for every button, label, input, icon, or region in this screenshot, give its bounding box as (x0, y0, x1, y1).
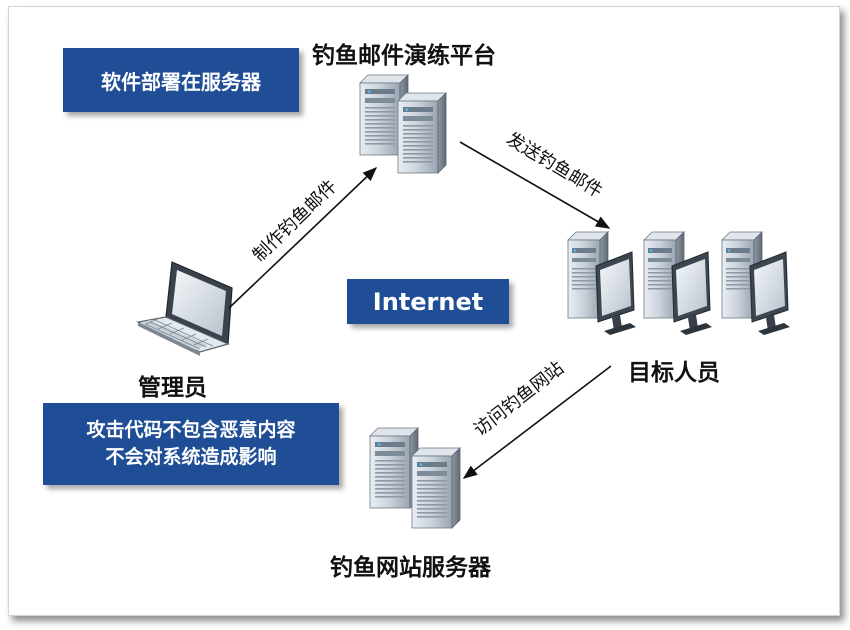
safety-note-line-1: 攻击代码不包含恶意内容 (86, 419, 296, 441)
platform-title: 钓鱼邮件演练平台 (312, 43, 496, 69)
arrow-visit-site (462, 365, 612, 479)
safety-note: 攻击代码不包含恶意内容 不会对系统造成影响 (43, 403, 339, 485)
safety-note-line-2: 不会对系统造成影响 (105, 446, 277, 468)
admin-title: 管理员 (138, 375, 207, 401)
targets-title: 目标人员 (628, 360, 720, 386)
phishing-server-icon (369, 427, 461, 529)
arrow-send-mail (459, 141, 611, 229)
deploy-note-text: 软件部署在服务器 (101, 69, 261, 94)
admin-laptop-icon (136, 261, 233, 356)
platform-server-icon (359, 74, 447, 174)
target-desktop-icon (567, 231, 791, 336)
internet-label: Internet (347, 279, 509, 324)
arrow-make-mail (228, 167, 378, 309)
internet-label-text: Internet (372, 287, 484, 316)
phishing-server-title: 钓鱼网站服务器 (330, 555, 491, 581)
deploy-note: 软件部署在服务器 (63, 48, 299, 112)
